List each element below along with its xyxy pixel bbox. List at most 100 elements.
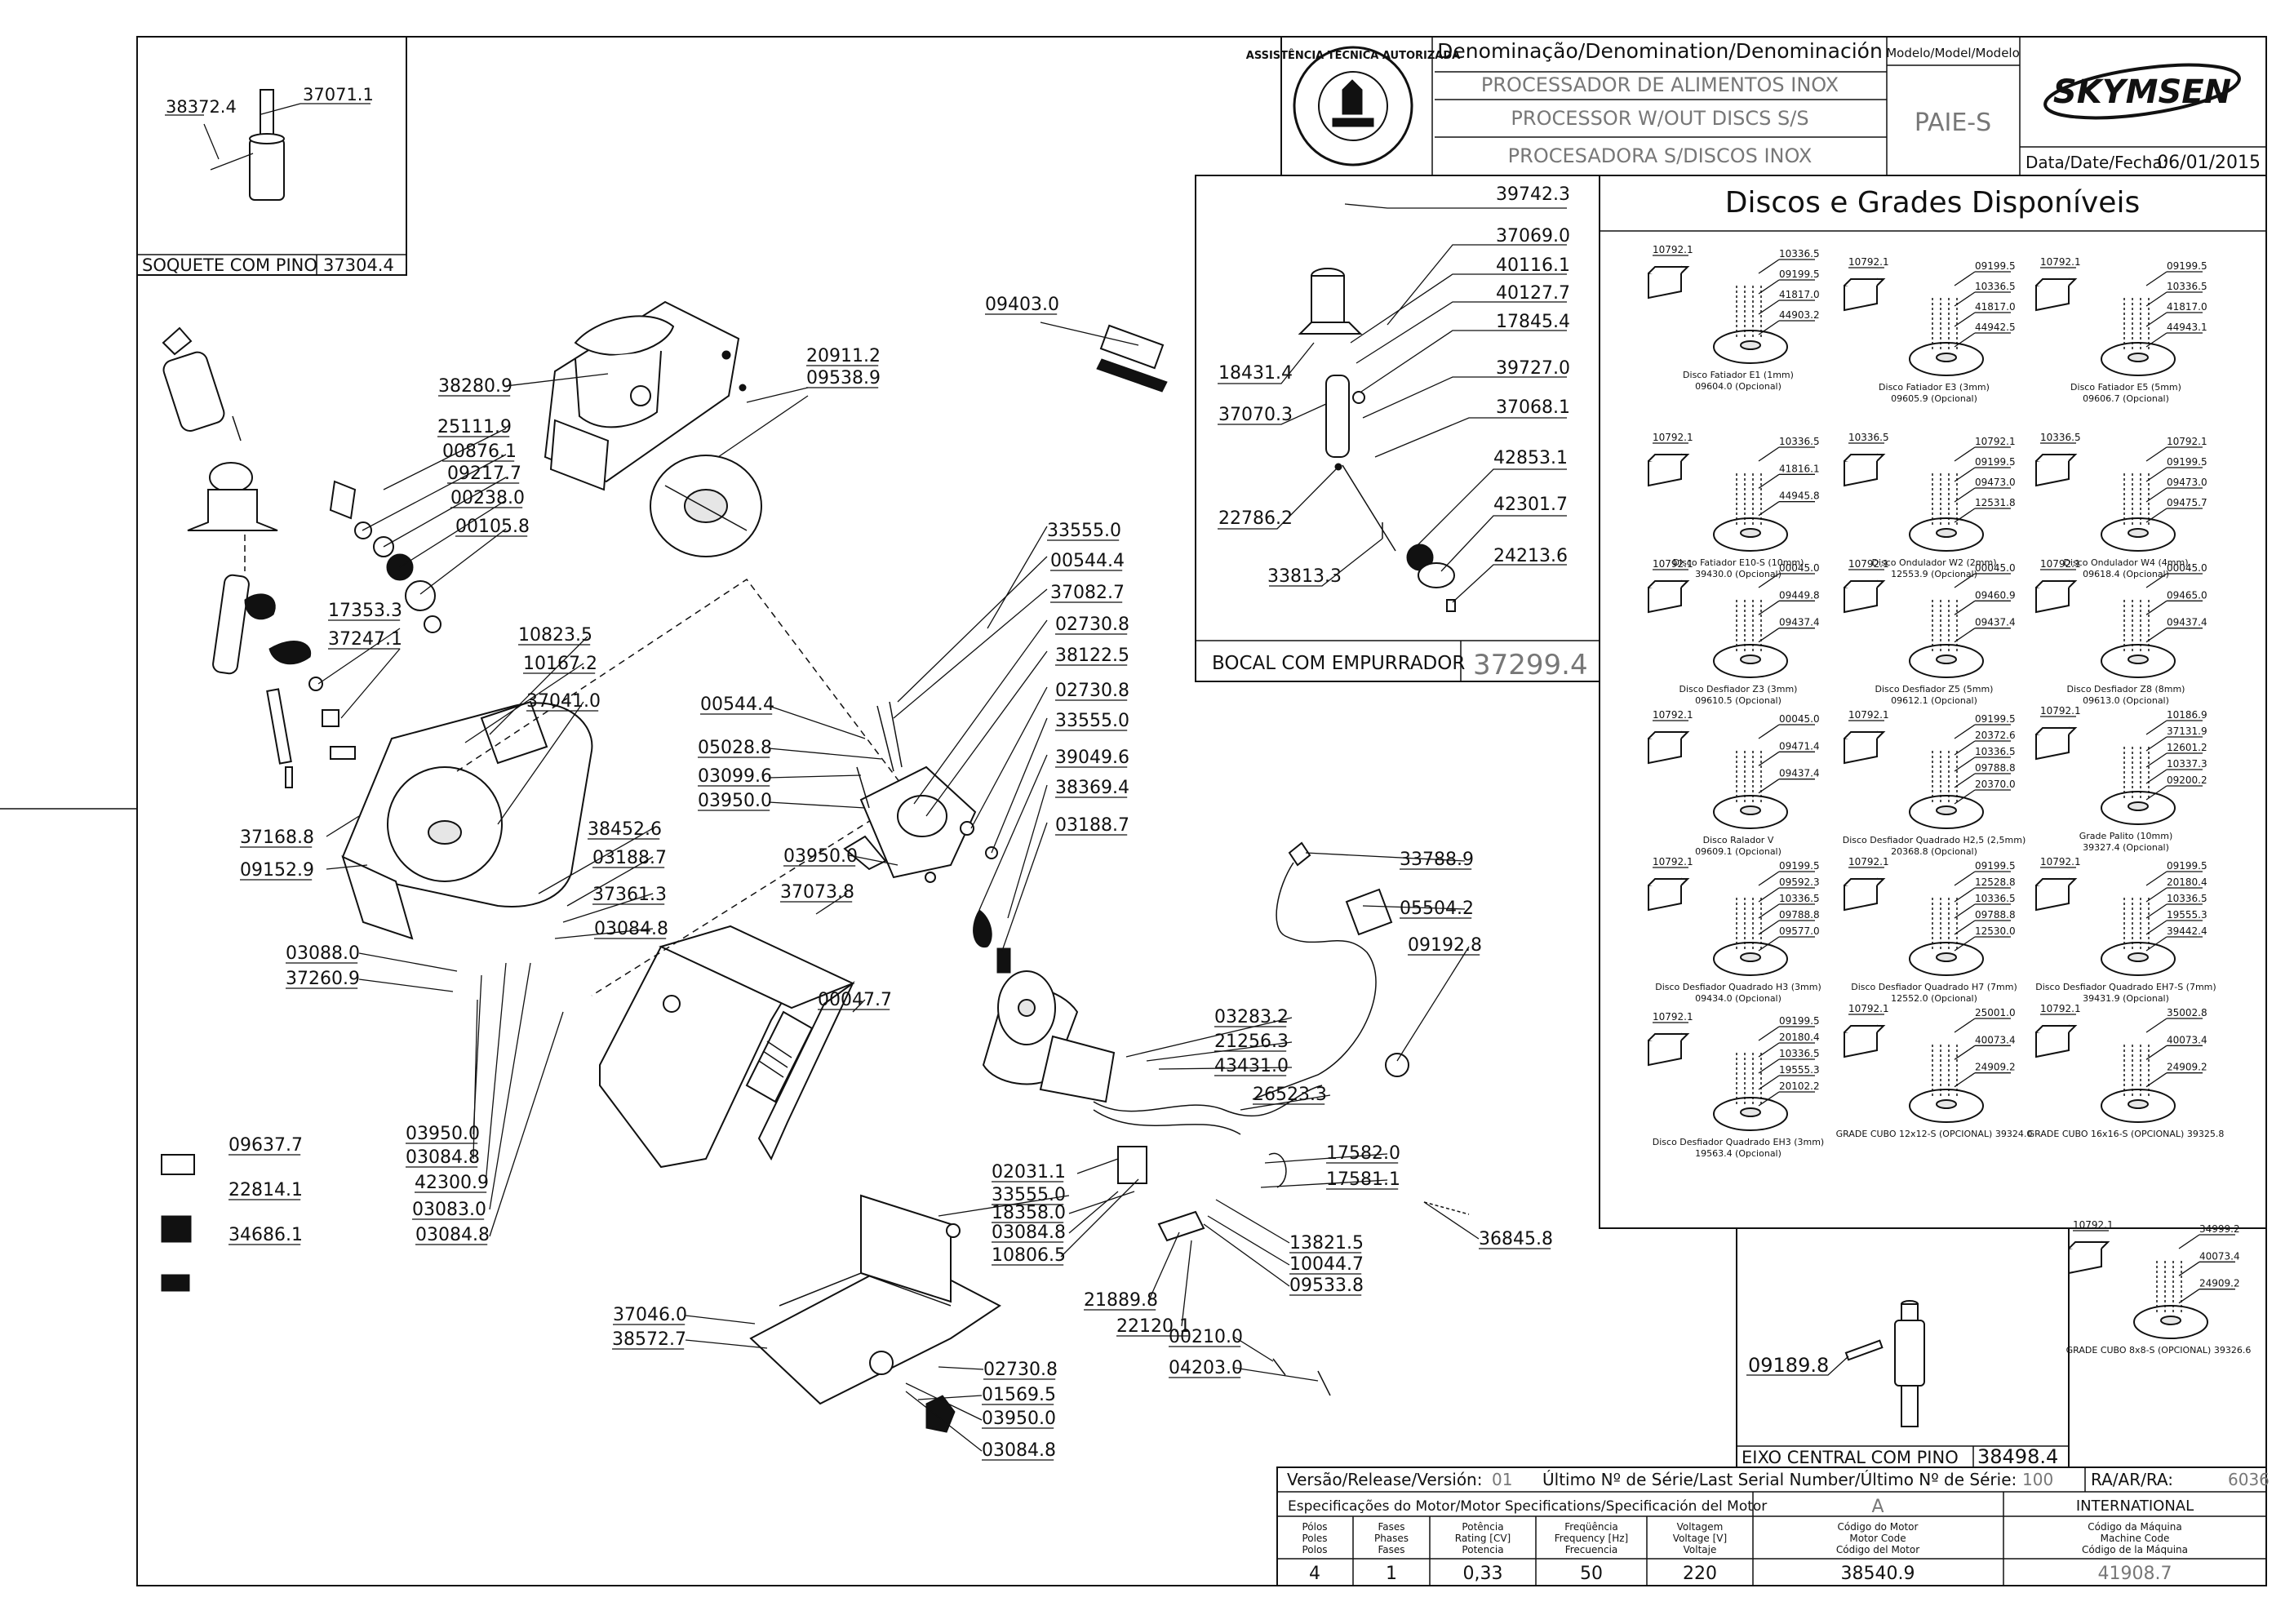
- part-label: 38452.6: [588, 819, 662, 840]
- disc-part-code: 12530.0: [1975, 925, 2016, 937]
- leader-line: [317, 628, 401, 685]
- disc-part-code: 25001.0: [1975, 1007, 2016, 1018]
- disc-name: Disco Ondulador W2 (2mm): [1871, 557, 1996, 568]
- spec-header: Potência: [1462, 1521, 1503, 1533]
- part-label: 37068.1: [1496, 397, 1570, 418]
- leader-line: [1233, 1336, 1274, 1362]
- part-label: 03083.0: [412, 1200, 486, 1220]
- part-label: 22814.1: [229, 1180, 303, 1200]
- disc-part-code: 20372.6: [1975, 730, 2016, 741]
- disc-part-code: 10336.5: [1975, 746, 2016, 757]
- leader-line: [893, 588, 1048, 719]
- part-label: 37041.0: [526, 691, 601, 712]
- disc-part-code: 10336.5: [1975, 893, 2016, 904]
- disc-name: Disco Fatiador E10-S (10mm): [1673, 557, 1804, 568]
- disc-part-code: 40073.4: [1975, 1034, 2016, 1045]
- part-label: 38369.4: [1055, 778, 1129, 798]
- part-label: 03950.0: [783, 846, 858, 867]
- disc-part-code: 09473.0: [2167, 477, 2207, 488]
- disc-part-code: 09788.8: [1975, 909, 2016, 921]
- leader-line: [1423, 1201, 1480, 1240]
- disc-part-code: 10792.1: [1848, 256, 1889, 268]
- disc-part-code: 09475.7: [2167, 497, 2207, 508]
- part-label: 37247.1: [328, 629, 402, 650]
- part-label: 04203.0: [1169, 1358, 1243, 1378]
- disc-part-code: 09437.4: [2167, 617, 2207, 628]
- part-label: 40127.7: [1496, 283, 1570, 304]
- part-label: 34686.1: [229, 1225, 303, 1245]
- leader-line: [485, 962, 507, 1184]
- disc-code: 09434.0 (Opcional): [1695, 993, 1782, 1004]
- leader-line: [1396, 946, 1470, 1062]
- disc-part-code: 20180.4: [1779, 1032, 1820, 1043]
- inset-socket-with-pin: SOQUETE COM PINO 37304.4 38372.4 37071.1: [136, 36, 407, 276]
- disc-part-code: 09199.5: [1975, 260, 2016, 272]
- spec-sticker-icon: [161, 1274, 190, 1292]
- leader-line: [848, 854, 899, 866]
- leader-line: [1068, 1191, 1135, 1214]
- spec-header: Phases: [1374, 1533, 1409, 1544]
- disc-part-code: 34999.2: [2199, 1223, 2240, 1235]
- leader-line: [987, 526, 1048, 629]
- part-label: 39049.6: [1055, 748, 1129, 768]
- leader-line: [340, 648, 401, 719]
- disc-part-code: 09460.9: [1975, 589, 2016, 601]
- leader-line: [538, 828, 654, 894]
- disc-part-code: 44943.1: [2167, 322, 2207, 333]
- leader-line: [970, 686, 1048, 829]
- market-value: INTERNATIONAL: [2076, 1498, 2194, 1515]
- disc-part-code: 44942.5: [1975, 322, 2016, 333]
- part-label: 03084.8: [594, 919, 668, 939]
- leader-line: [1305, 852, 1466, 862]
- disc-code: 09606.7 (Opcional): [2083, 393, 2169, 404]
- disc-code: 09618.4 (Opcional): [2083, 569, 2169, 579]
- shaft-code: 38498.4: [1977, 1445, 2058, 1468]
- part-label: 37073.8: [780, 882, 854, 903]
- spec-value: 4: [1309, 1564, 1320, 1584]
- leader-line: [383, 428, 507, 490]
- leader-line: [358, 952, 458, 972]
- part-label: 02730.8: [983, 1360, 1058, 1380]
- inset-central-shaft: EIXO CENTRAL COM PINO 38498.4 09189.8: [1736, 1227, 2070, 1468]
- disc-name: Disco Desfiador Quadrado H7 (7mm): [1851, 982, 2017, 992]
- disc-part-code: 09199.5: [1975, 860, 2016, 872]
- disc-part-code: 09437.4: [1975, 617, 2016, 628]
- part-label: 37069.0: [1496, 226, 1570, 246]
- authorized-technical-assistance-seal-icon: ASSISTÊNCIA TÉCNICA AUTORIZADA: [1246, 46, 1460, 166]
- disc-part-code: 20102.2: [1779, 1080, 1820, 1092]
- part-label: 37361.3: [592, 885, 667, 905]
- spec-header: Código da Máquina: [2088, 1521, 2181, 1533]
- disc-part-code: 40073.4: [2199, 1250, 2240, 1262]
- disc-part-code: 09788.8: [1975, 762, 2016, 774]
- part-label: 25111.9: [437, 417, 512, 437]
- disc-part-code: 00045.0: [1975, 562, 2016, 574]
- part-label: 37046.0: [613, 1305, 687, 1325]
- part-label: 02730.8: [1055, 681, 1129, 701]
- part-label: 02730.8: [1055, 615, 1129, 635]
- disc-code: 20368.8 (Opcional): [1891, 846, 1977, 857]
- disc-part-code: 24909.2: [1975, 1062, 2016, 1073]
- disc-name: GRADE CUBO 16x16-S (OPCIONAL) 39325.8: [2028, 1129, 2225, 1139]
- disc-part-code: 09473.0: [1975, 477, 2016, 488]
- version-label: Versão/Release/Versión:: [1287, 1470, 1482, 1489]
- disc-part-code: 10336.5: [1779, 436, 1820, 447]
- model-value: PAIE-S: [1915, 109, 1991, 137]
- leader-line: [938, 1195, 1070, 1217]
- part-label: 42301.7: [1493, 495, 1568, 515]
- spec-header: Código do Motor: [1838, 1521, 1919, 1533]
- part-label: 09533.8: [1289, 1276, 1364, 1296]
- disc-part-code: 35002.8: [2167, 1007, 2207, 1018]
- part-label: 00544.4: [1050, 551, 1125, 571]
- leader-line: [1076, 1158, 1119, 1174]
- part-label: 03084.8: [982, 1440, 1056, 1461]
- spec-header: Código de la Máquina: [2082, 1544, 2188, 1555]
- leader-line: [815, 893, 848, 915]
- part-label: 10806.5: [992, 1245, 1066, 1266]
- part-label: 00876.1: [442, 441, 517, 462]
